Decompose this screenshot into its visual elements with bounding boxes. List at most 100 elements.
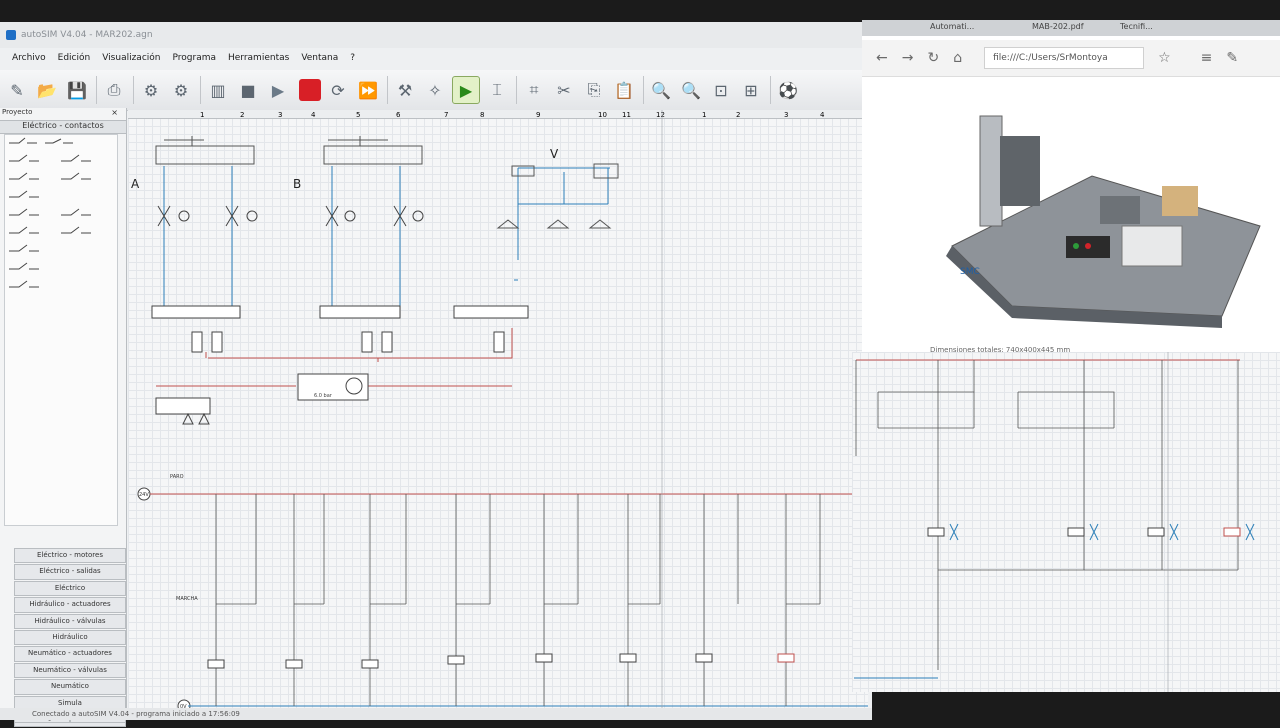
browser-tab-pdf[interactable]: MAB-202.pdf: [1032, 22, 1084, 31]
valve-v[interactable]: [453, 305, 529, 319]
toolbar-separator: [770, 76, 771, 104]
contact-symbols: [9, 137, 91, 288]
settings-button[interactable]: ⚙: [138, 77, 164, 103]
category-neumatico[interactable]: Neumático: [14, 679, 126, 695]
menu-bar: Archivo Edición Visualización Programa H…: [0, 48, 872, 68]
pen-icon[interactable]: ✎: [1226, 50, 1239, 66]
right-ladder-drawing: [854, 352, 1255, 692]
menu-visualizacion[interactable]: Visualización: [102, 53, 161, 63]
options-button[interactable]: ⚙: [168, 77, 194, 103]
valve-b[interactable]: [319, 305, 401, 319]
menu-edicion[interactable]: Edición: [57, 53, 91, 63]
circuit-label-b: B: [293, 177, 301, 191]
tool-a-button[interactable]: ⚒: [392, 77, 418, 103]
save-button[interactable]: 💾: [64, 77, 90, 103]
zoom-area-button[interactable]: ⊞: [738, 77, 764, 103]
menu-archivo[interactable]: Archivo: [12, 53, 46, 63]
product-image: SMC: [946, 115, 1261, 328]
circuit-label-v: V: [550, 147, 559, 161]
pause-button[interactable]: ■: [235, 77, 261, 103]
schematic-canvas[interactable]: 1 2 3 4 5 6 7 8 9 10 11 12 1 2 3 4 A B: [128, 110, 868, 708]
bar-chart-icon: ▥: [210, 80, 226, 100]
zoom-fit-icon: ⊡: [714, 80, 728, 100]
contact-palette[interactable]: [4, 134, 118, 526]
zoom-in-icon: 🔍: [651, 80, 671, 100]
schematic-drawing: A B V: [131, 110, 868, 708]
folder-icon: 📂: [37, 80, 57, 100]
copy-button[interactable]: ⎘: [581, 77, 607, 103]
clipboard-icon: 📋: [614, 80, 634, 100]
zoom-fit-button[interactable]: ⊡: [708, 77, 734, 103]
new-file-button[interactable]: ✎: [4, 77, 30, 103]
square-icon: ■: [240, 80, 256, 100]
play-button[interactable]: ▶: [265, 77, 291, 103]
paste-button[interactable]: 📋: [611, 77, 637, 103]
run-button[interactable]: ▶: [452, 76, 480, 104]
address-bar: ← → ↻ ⌂ file:///C:/Users/SrMontoya ☆ ≡ ✎: [862, 40, 1280, 77]
ball-icon: ⚽: [778, 80, 798, 100]
step-button[interactable]: ⌶: [484, 77, 510, 103]
close-icon[interactable]: ×: [111, 108, 118, 117]
menu-ventana[interactable]: Ventana: [301, 53, 339, 63]
printer-icon: ⎙: [107, 80, 121, 99]
tool-b-button[interactable]: ✧: [422, 77, 448, 103]
menu-help[interactable]: ?: [350, 53, 356, 63]
category-electrico-salidas[interactable]: Eléctrico - salidas: [14, 564, 126, 580]
stop-button[interactable]: [299, 79, 321, 101]
cylinder-a[interactable]: [155, 145, 255, 165]
open-folder-button[interactable]: 📂: [34, 77, 60, 103]
category-hidraulico[interactable]: Hidráulico: [14, 629, 126, 646]
ruler-number: 11: [622, 111, 631, 118]
cut-button[interactable]: ✂: [551, 77, 577, 103]
palette-category-title: Eléctrico - contactos: [0, 121, 126, 134]
url-field[interactable]: file:///C:/Users/SrMontoya: [984, 47, 1145, 69]
solenoid-coils: [927, 527, 1241, 537]
palette-categories: Eléctrico - motores Eléctrico - salidas …: [14, 548, 126, 728]
back-icon[interactable]: ←: [876, 50, 888, 66]
project-header: Proyecto ×: [0, 108, 126, 121]
supply-valve[interactable]: [155, 397, 211, 415]
category-electrico[interactable]: Eléctrico: [14, 580, 126, 597]
home-icon[interactable]: ⌂: [953, 50, 963, 66]
print-button[interactable]: ⎙: [101, 77, 127, 103]
vacuum-cups: [496, 219, 612, 229]
monitor-button[interactable]: ▥: [205, 77, 231, 103]
ruler-number: 2: [736, 111, 740, 118]
category-electrico-motores[interactable]: Eléctrico - motores: [14, 548, 126, 564]
ruler-number: 10: [598, 111, 607, 118]
ruler-number: 1: [702, 111, 706, 118]
browser-tab-automation[interactable]: Automati...: [930, 22, 975, 31]
column-ruler: 1 2 3 4 5 6 7 8 9 10 11 12 1 2 3 4: [128, 110, 868, 119]
toolbar-separator: [133, 76, 134, 104]
refresh-button[interactable]: ⟳: [325, 77, 351, 103]
refresh-icon[interactable]: ↻: [927, 50, 940, 66]
category-hidraulico-actuadores[interactable]: Hidráulico - actuadores: [14, 597, 126, 613]
category-neumatico-actuadores[interactable]: Neumático - actuadores: [14, 646, 126, 662]
gear-icon: ⚙: [173, 80, 189, 100]
browser-tab-tecnifi[interactable]: Tecnifi...: [1120, 22, 1153, 31]
refresh-icon: ⟳: [331, 80, 345, 100]
properties-button[interactable]: ⌗: [521, 77, 547, 103]
schematic-continuation: [852, 352, 1280, 692]
gear-icon: ⚙: [143, 80, 159, 100]
star-icon[interactable]: ☆: [1158, 50, 1171, 66]
valve-a[interactable]: [151, 305, 241, 319]
category-hidraulico-valvulas[interactable]: Hidráulico - válvulas: [14, 613, 126, 629]
product-caption: Dimensiones totales: 740x400x445 mm: [930, 346, 1071, 354]
ruler-number: 7: [444, 111, 448, 118]
menu-herramientas[interactable]: Herramientas: [228, 53, 290, 63]
menu-programa[interactable]: Programa: [172, 53, 217, 63]
reading-list-icon[interactable]: ≡: [1200, 50, 1213, 66]
forward-icon[interactable]: →: [901, 50, 914, 66]
zoom-in-button[interactable]: 🔍: [648, 77, 674, 103]
play-icon: ▶: [271, 80, 285, 100]
category-neumatico-valvulas[interactable]: Neumático - válvulas: [14, 662, 126, 679]
3d-view-button[interactable]: ⚽: [775, 77, 801, 103]
zoom-out-button[interactable]: 🔍: [678, 77, 704, 103]
status-bar: Conectado a autoSIM V4.04 - programa ini…: [0, 708, 872, 720]
zoom-area-icon: ⊞: [744, 80, 758, 100]
cylinder-b[interactable]: [323, 145, 423, 165]
ruler-numbers: 1 2 3 4 5 6 7 8 9 10 11 12 1 2 3 4: [200, 111, 825, 119]
fast-forward-button[interactable]: ⏩: [355, 77, 381, 103]
ruler-number: 6: [396, 111, 401, 118]
